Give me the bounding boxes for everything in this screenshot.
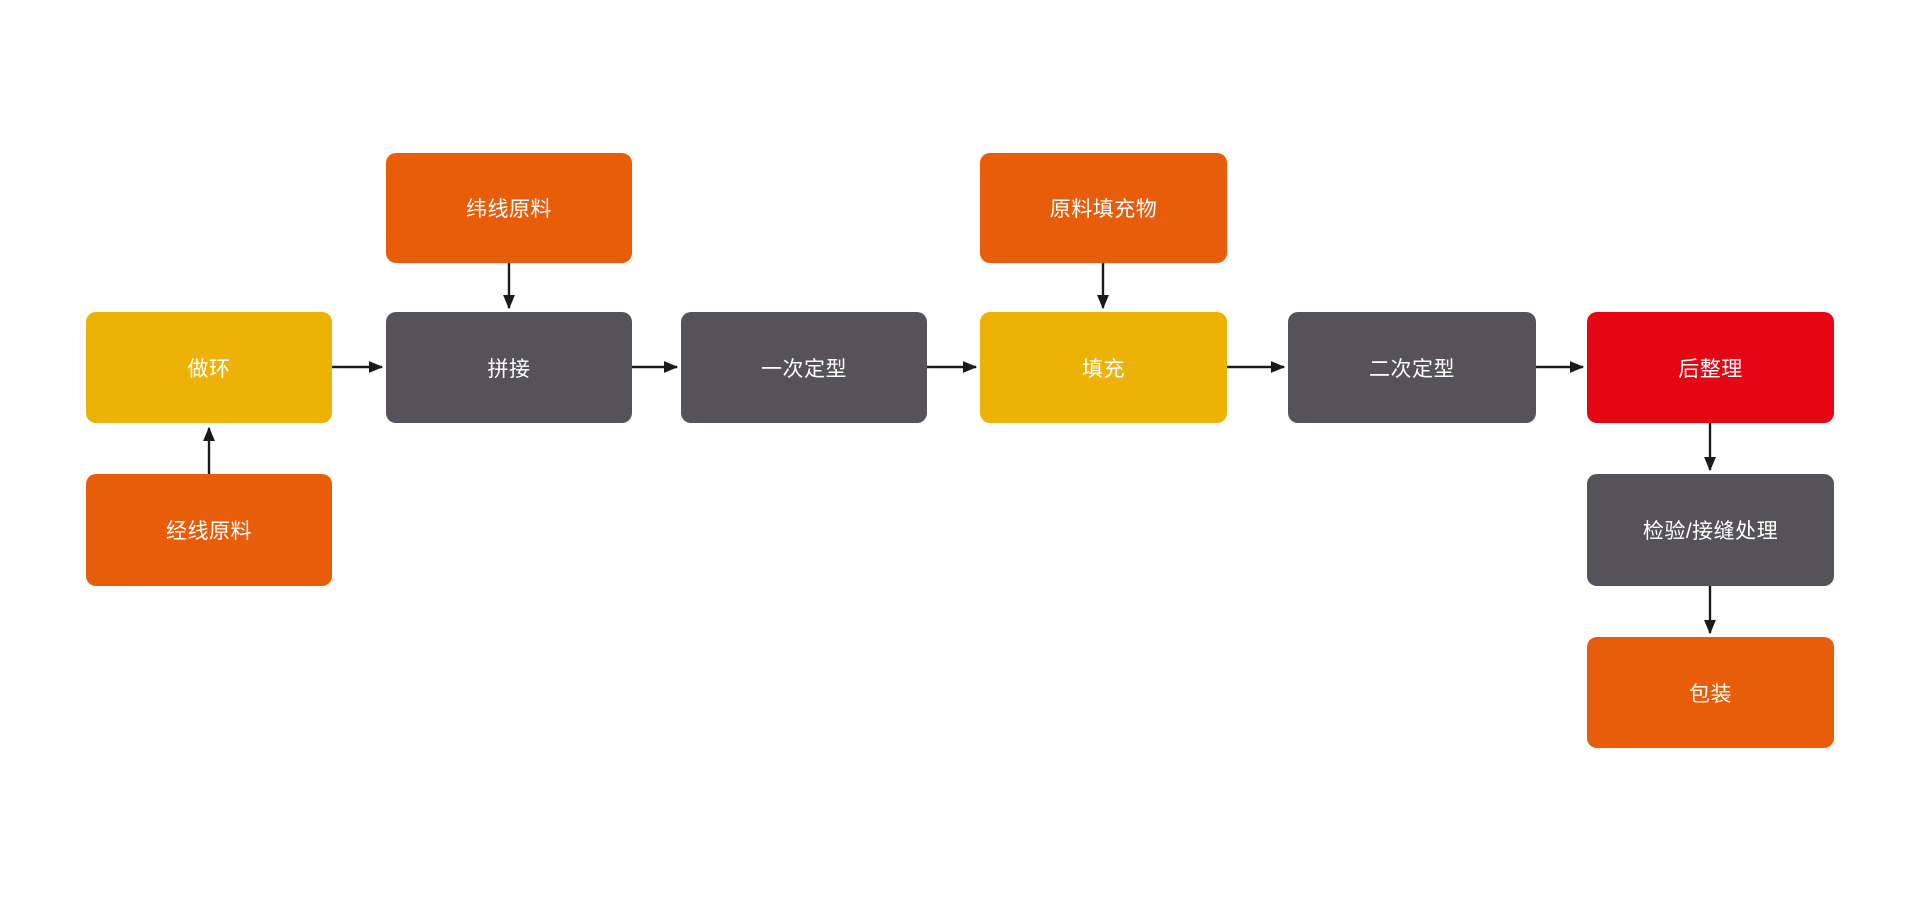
- node-second-shaping-label: 二次定型: [1369, 357, 1455, 381]
- node-filler-material: 原料填充物: [980, 153, 1227, 263]
- node-weft-material-label: 纬线原料: [466, 198, 552, 221]
- node-filling-label: 填充: [1082, 357, 1125, 381]
- node-second-shaping: 二次定型: [1288, 312, 1536, 423]
- node-filler-material-label: 原料填充物: [1049, 198, 1158, 221]
- node-finishing: 后整理: [1587, 312, 1834, 423]
- node-filling: 填充: [980, 312, 1227, 423]
- node-inspection-seam: 检验/接缝处理: [1587, 474, 1834, 586]
- node-finishing-label: 后整理: [1678, 357, 1743, 381]
- node-packaging-label: 包装: [1689, 682, 1732, 706]
- node-make-ring: 做环: [86, 312, 332, 423]
- node-inspection-seam-label: 检验/接缝处理: [1642, 520, 1779, 543]
- node-weft-material: 纬线原料: [386, 153, 632, 263]
- node-make-ring-label: 做环: [187, 357, 231, 381]
- node-warp-material: 经线原料: [86, 474, 332, 586]
- node-warp-material-label: 经线原料: [166, 520, 252, 543]
- node-packaging: 包装: [1587, 637, 1834, 748]
- node-splice: 拼接: [386, 312, 632, 423]
- node-first-shaping: 一次定型: [681, 312, 927, 423]
- node-splice-label: 拼接: [487, 357, 531, 381]
- node-first-shaping-label: 一次定型: [761, 357, 847, 381]
